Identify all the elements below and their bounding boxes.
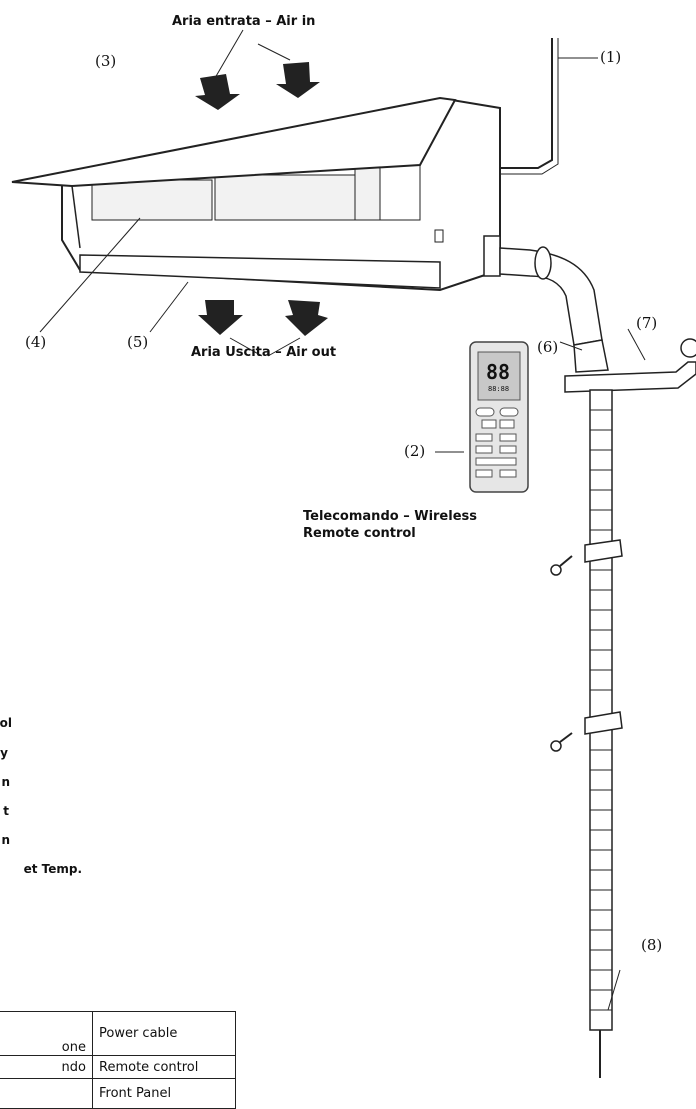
callout-6: (6) xyxy=(537,338,558,356)
legend-fragment: y xyxy=(0,746,8,760)
callout-2: (2) xyxy=(404,442,425,460)
table-cell-en: Remote control xyxy=(93,1056,236,1079)
callout-3: (3) xyxy=(95,52,116,70)
table-cell-en: Power cable xyxy=(93,1012,236,1056)
table-cell-it: one xyxy=(0,1012,93,1056)
parts-table: one Power cable ndo Remote control Front… xyxy=(0,1011,236,1109)
table-row: ndo Remote control xyxy=(0,1056,236,1079)
air-in-arrows xyxy=(195,30,320,110)
air-in-label: Aria entrata – Air in xyxy=(172,14,315,29)
table-row: Front Panel xyxy=(0,1079,236,1109)
callout-8: (8) xyxy=(641,936,662,954)
callout-5: (5) xyxy=(127,333,148,351)
air-out-label: Aria Uscita – Air out xyxy=(191,345,336,360)
table-row: one Power cable xyxy=(0,1012,236,1056)
table-cell-en: Front Panel xyxy=(93,1079,236,1109)
legend-fragment: n xyxy=(1,775,10,789)
callout-1: (1) xyxy=(600,48,621,66)
remote-display-time: 88:88 xyxy=(488,385,509,393)
legend-fragment: et Temp. xyxy=(24,862,82,876)
wrapped-hose xyxy=(585,390,622,1078)
remote-caption-line2: Remote control xyxy=(303,526,416,541)
legend-fragment: n xyxy=(1,833,10,847)
legend-fragment: t xyxy=(3,804,9,818)
power-cable xyxy=(500,38,552,168)
remote-caption-line1: Telecomando – Wireless xyxy=(303,509,477,524)
legend-fragment: ol xyxy=(0,716,12,730)
callout-4: (4) xyxy=(25,333,46,351)
screw xyxy=(551,733,572,751)
screw xyxy=(551,556,572,575)
table-cell-it xyxy=(0,1079,93,1109)
callout-7: (7) xyxy=(636,314,657,332)
table-cell-it: ndo xyxy=(0,1056,93,1079)
clipped-legend-list: ol y n t n et Temp. xyxy=(0,712,130,892)
remote-display: 88 xyxy=(486,360,510,384)
